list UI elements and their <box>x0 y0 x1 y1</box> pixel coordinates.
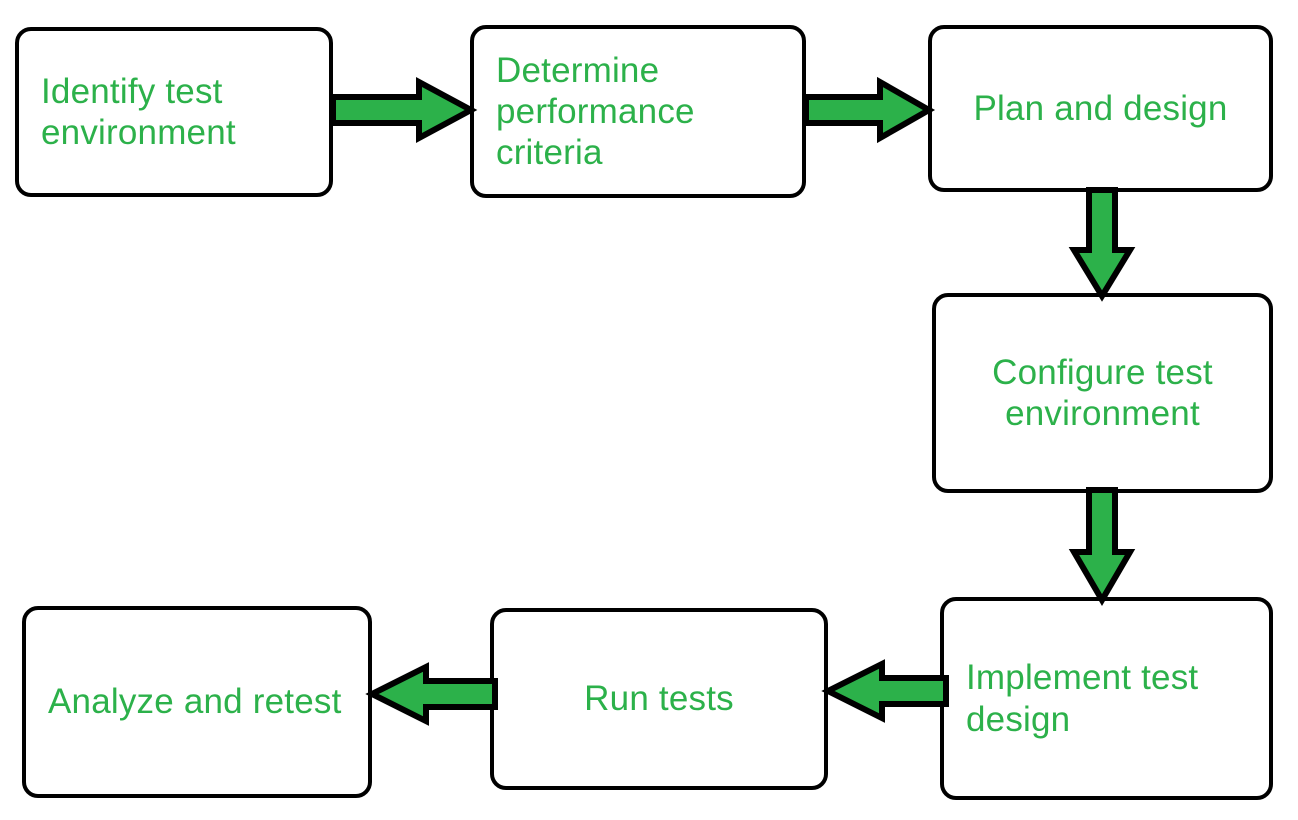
node-determine-performance-criteria[interactable]: Determine performance criteria <box>470 25 806 198</box>
arrow-plan-to-configure-icon <box>1068 187 1136 302</box>
node-plan-and-design[interactable]: Plan and design <box>928 25 1273 192</box>
node-label: Implement test design <box>966 658 1199 739</box>
node-identify-test-environment[interactable]: Identify test environment <box>15 27 333 197</box>
node-label: Analyze and retest <box>48 682 342 722</box>
arrow-configure-to-implement-icon <box>1068 487 1136 606</box>
node-implement-test-design[interactable]: Implement test design <box>940 597 1273 800</box>
arrow-identify-to-determine-icon <box>330 76 478 144</box>
arrow-implement-to-run-icon <box>821 659 949 723</box>
node-label: Identify test environment <box>41 71 236 152</box>
node-label: Determine performance criteria <box>496 50 695 173</box>
arrow-determine-to-plan-icon <box>803 76 936 144</box>
node-label: Configure test environment <box>992 352 1213 433</box>
node-analyze-and-retest[interactable]: Analyze and retest <box>22 606 372 798</box>
node-configure-test-environment[interactable]: Configure test environment <box>932 293 1273 493</box>
node-label: Run tests <box>584 679 734 719</box>
node-run-tests[interactable]: Run tests <box>490 608 828 790</box>
node-label: Plan and design <box>973 88 1228 128</box>
arrow-run-to-analyze-icon <box>365 662 498 726</box>
